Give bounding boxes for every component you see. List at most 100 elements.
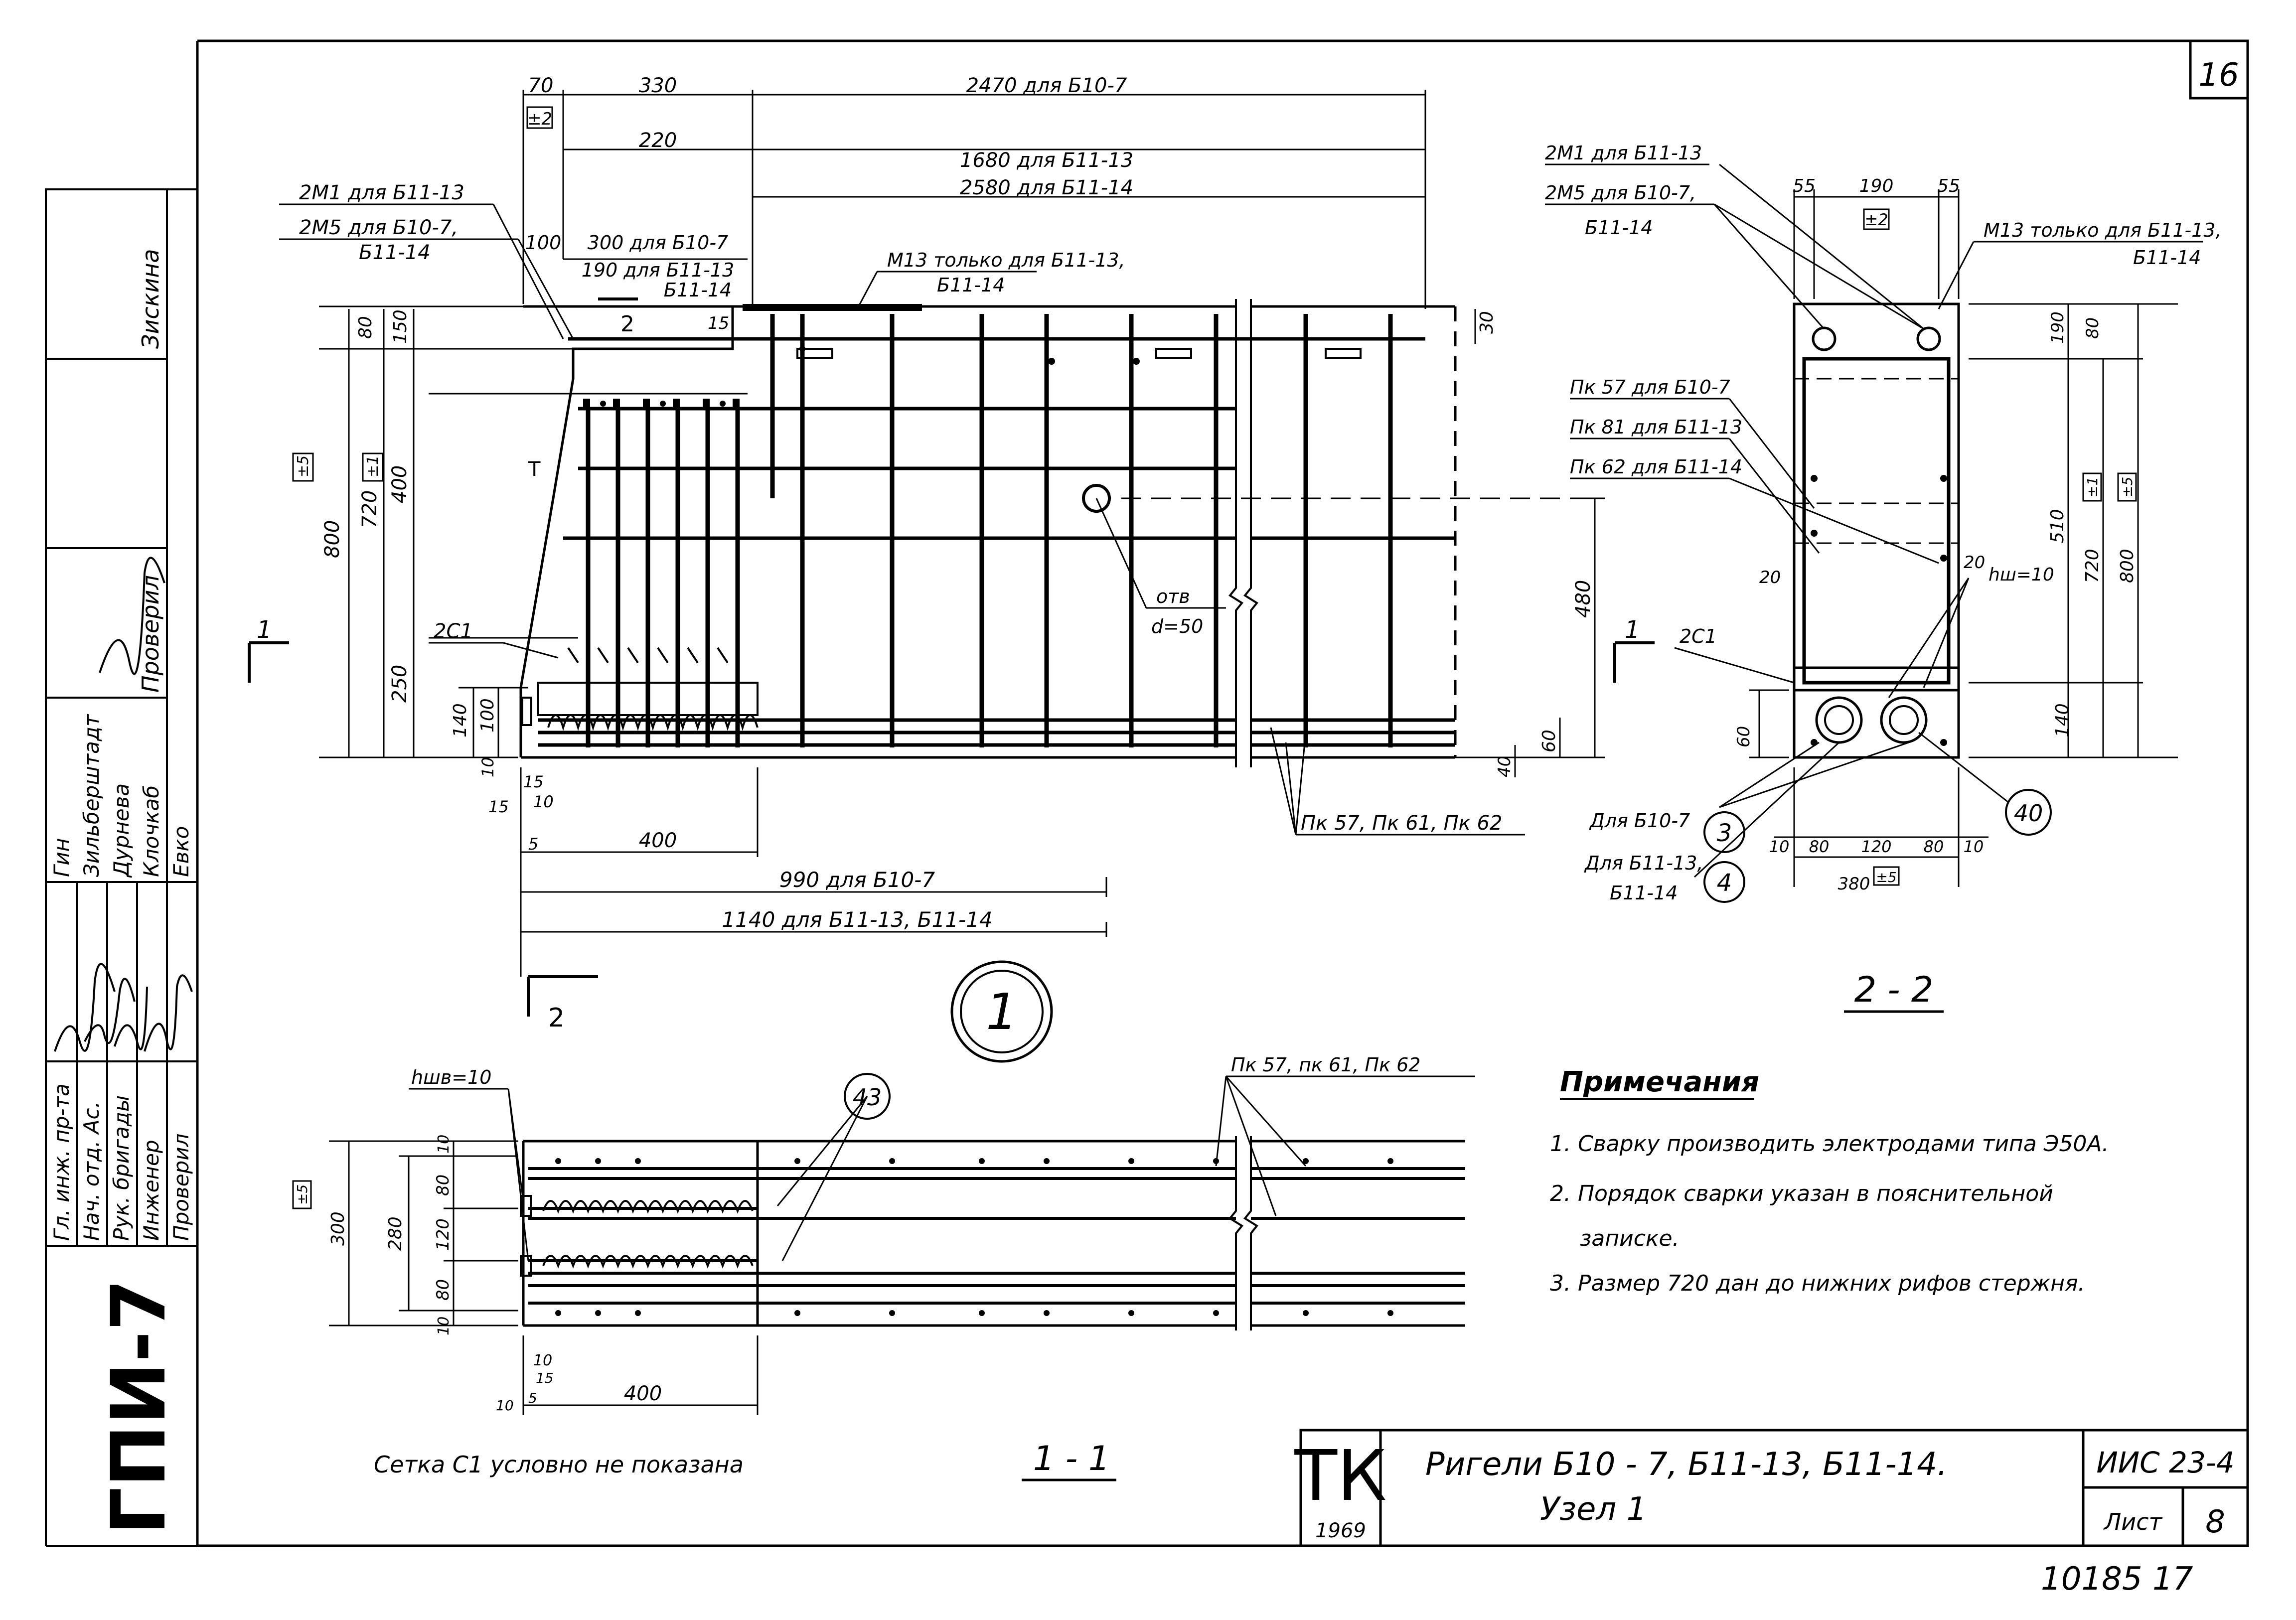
tk-logo: ТК (1294, 1436, 1387, 1517)
s-dim-720: 720 (2082, 549, 2103, 583)
label-m13: М13 только для Б11-13, (887, 249, 1125, 271)
s-dim-80a: 80 (1809, 837, 1830, 856)
s-label-m13b: Б11-14 (2133, 247, 2201, 269)
dim-70: 70 (528, 74, 554, 97)
dims-top-text: 70 330 2470 для Б10-7 220 1680 для Б11-1… (525, 74, 1133, 301)
p-dim-300: 300 (328, 1211, 348, 1246)
s-dim-120: 120 (1861, 837, 1891, 856)
cut-label-1a: 1 (257, 616, 272, 644)
s-dim-190: 190 (1859, 176, 1894, 196)
notes-heading: Примечания (1560, 1066, 1759, 1098)
s-tol-pm2: ±2 (1864, 210, 1888, 229)
dims-small-text: 15 15 10 15 5 (488, 313, 729, 854)
s-dim-510: 510 (2047, 509, 2068, 543)
section-bars (1811, 326, 1947, 746)
stamp-role-5: Проверил (169, 1134, 193, 1241)
stamp-name-4: Клочкаб (139, 785, 163, 877)
dim-250: 250 (388, 665, 411, 703)
section-dim-lines (1749, 189, 2178, 887)
note-2b: записке. (1580, 1226, 1680, 1251)
stamp-role-1: Гл. инж. пр-та (49, 1083, 74, 1241)
dim-15c: 15 (488, 797, 509, 816)
label-2m1: 2М1 для Б11-13 (299, 181, 464, 204)
dim-400-bottom: 400 (639, 829, 677, 852)
bottom-spirals (521, 647, 759, 731)
p-dim-80a: 80 (433, 1175, 453, 1196)
s-dim-190r: 190 (2048, 311, 2068, 344)
section-hatch (1794, 378, 1959, 544)
sheet-corner-number: 16 (2198, 57, 2239, 94)
stamp-name-1: Гин (49, 838, 74, 877)
section-dims-text: 55 190 55 ±2 190 80 510 720 800 ±1 ±5 14… (1734, 176, 2138, 894)
label-pk: Пк 57, Пк 61, Пк 62 (1301, 812, 1502, 835)
s-tol-pm5: ±5 (2119, 477, 2136, 497)
s-label-2m5: 2М5 для Б10-7, (1545, 182, 1696, 204)
p-small-10b: 10 (496, 1397, 514, 1414)
s-dim-10b: 10 (1964, 837, 1984, 856)
s-dim-10a: 10 (1769, 837, 1790, 856)
p-small-5: 5 (528, 1390, 537, 1406)
plan-dim-lines (329, 1075, 1475, 1415)
plan-texts: hшв=10 Пк 57, пк 61, Пк 62 43 300 ±5 280… (292, 1054, 1420, 1481)
p-dim-10a: 10 (435, 1135, 453, 1154)
label-2c1: 2С1 (434, 620, 473, 643)
dims-right-text: 30 480 60 40 (1477, 311, 1595, 777)
dim-190: 190 для Б11-13 (582, 259, 735, 281)
section-labels: 2М1 для Б11-13 2М5 для Б10-7, Б11-14 М13… (1545, 142, 2222, 904)
plan-outline (522, 1140, 1465, 1327)
break-lines (1228, 299, 1258, 767)
dim-1680: 1680 для Б11-13 (960, 149, 1133, 172)
s-label-2m5b: Б11-14 (1585, 217, 1653, 239)
plan-bars (528, 1167, 1465, 1305)
p-dim-120: 120 (433, 1218, 453, 1251)
p-dim-10b: 10 (435, 1317, 453, 1335)
s-label-for-b11b: Б11-14 (1610, 882, 1678, 904)
view-1-1-plan: hшв=10 Пк 57, пк 61, Пк 62 43 300 ±5 280… (292, 1054, 1475, 1481)
dim-60: 60 (1539, 730, 1559, 752)
label-2m5b: Б11-14 (359, 241, 431, 264)
dim-40: 40 (1495, 756, 1515, 777)
section-1-1-title: 1 - 1 (1033, 1439, 1110, 1478)
stamp-role-4: Инженер (139, 1140, 163, 1241)
s-dim-800: 800 (2117, 549, 2138, 583)
stamp-role-3: Рук. бригады (109, 1095, 134, 1241)
tol-pm1: ±1 (364, 455, 382, 477)
callout-43: 43 (853, 1084, 882, 1111)
dim-30: 30 (1477, 311, 1497, 334)
section-stirrup (1802, 357, 1951, 685)
tk-year: 1969 (1315, 1519, 1366, 1542)
s-dim-20a: 20 (1759, 568, 1781, 588)
note-1: 1. Сварку производить электродами типа Э… (1550, 1131, 2109, 1157)
section-leaders (1545, 163, 2203, 878)
series-code: ИИС 23-4 (2096, 1446, 2234, 1479)
side-stamp-col1: Гл. инж. пр-та Нач. отд. Ас. Рук. бригад… (49, 1083, 193, 1241)
cut-label-1b: 1 (1625, 616, 1640, 644)
org-stamp-gpi7: ГПИ-7 (96, 1279, 182, 1535)
cut-label-2a: 2 (548, 1003, 565, 1033)
longitudinal-bars (538, 337, 1455, 747)
stirrups (586, 314, 1393, 747)
s-label-pk62: Пк 62 для Б11-14 (1570, 456, 1742, 478)
dim-100: 100 (477, 698, 498, 733)
dim-800: 800 (321, 520, 344, 558)
bar-end-markers (583, 346, 1140, 408)
leaders (279, 203, 1525, 836)
view-1-elevation: 1 1 2 2 70 330 2470 для Б10-7 220 1680 д… (248, 74, 1655, 1063)
tag-t: Т (528, 458, 541, 481)
dim-330: 330 (639, 74, 677, 97)
side-stamp-col3: Гин Зильберштадт Дурнева Клочкаб Евко (49, 714, 193, 878)
signatures (54, 557, 193, 1052)
s-label-for-b11: Для Б11-13, (1584, 852, 1703, 874)
plan-spirals (520, 1136, 1258, 1330)
tol-pm2: ±2 (527, 109, 552, 129)
sheet-label: Лист (2103, 1508, 2163, 1535)
dim-15-top: 15 (708, 313, 729, 333)
beam-outline (519, 305, 1457, 759)
section-2-2-title: 2 - 2 (1854, 969, 1934, 1010)
callout-3: 3 (1717, 819, 1732, 847)
dim-80: 80 (355, 316, 376, 339)
dim-5: 5 (528, 835, 538, 854)
section-marks (248, 297, 1655, 1017)
s-tol-pm1: ±1 (2084, 477, 2101, 497)
p-note-mesh: Сетка С1 условно не показана (374, 1451, 744, 1478)
